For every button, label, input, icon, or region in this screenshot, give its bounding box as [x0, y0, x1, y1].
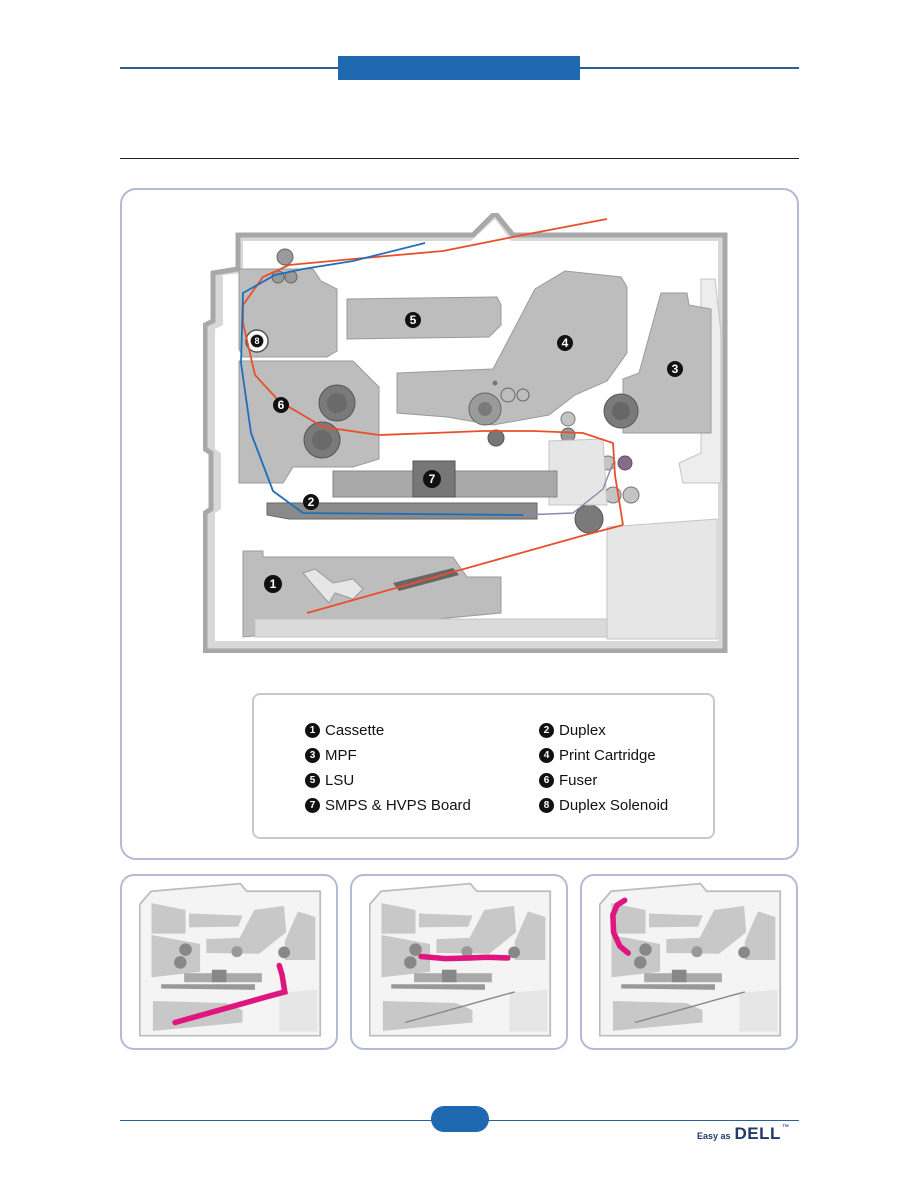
duplex-paper-flow [240, 242, 524, 516]
thumbnail-cassette-path [120, 874, 338, 1050]
legend-label: Cassette [325, 721, 385, 739]
thumbnail-exit-path [580, 874, 798, 1050]
legend-number: 6 [539, 772, 554, 788]
brand-trademark: ™ [781, 1124, 789, 1131]
callout-3: 3 [672, 362, 679, 376]
print-cartridge [396, 270, 628, 426]
legend-number: 7 [305, 797, 320, 813]
legend-label: Print Cartridge [559, 746, 656, 764]
legend-label: SMPS & HVPS Board [325, 796, 471, 814]
callout-1: 1 [270, 577, 277, 591]
legend-number: 2 [539, 722, 554, 738]
legend-item: 3 MPF [305, 745, 357, 765]
legend-number: 5 [305, 772, 320, 788]
callout-7: 7 [429, 472, 436, 486]
brand-wordmark: DELL [734, 1124, 781, 1143]
callout-5: 5 [410, 313, 417, 327]
section-divider [120, 158, 799, 159]
legend-item: 6 Fuser [539, 770, 597, 790]
legend-item: 7 SMPS & HVPS Board [305, 795, 471, 815]
callout-4: 4 [562, 336, 569, 350]
thumbnail-diagram [599, 882, 782, 1037]
thumbnail-diagram [139, 882, 322, 1037]
legend-label: Fuser [559, 771, 598, 789]
paper-path-diagram: 1 2 3 4 5 6 7 8 [203, 213, 728, 653]
legend-number: 1 [305, 722, 320, 738]
legend-label: Duplex Solenoid [559, 796, 669, 814]
callout-2: 2 [308, 495, 315, 509]
legend-item: 8 Duplex Solenoid [539, 795, 668, 815]
legend-number: 4 [539, 747, 554, 763]
callout-8: 8 [254, 336, 259, 346]
legend-box: 1 Cassette 2 Duplex 3 MPF 4 Print Cartri… [252, 693, 715, 839]
legend-number: 3 [305, 747, 320, 763]
highlight-path [610, 897, 631, 956]
thumbnail-fuser-path [350, 874, 568, 1050]
highlight-path [418, 953, 511, 962]
legend-label: MPF [325, 746, 357, 764]
legend-label: LSU [325, 771, 355, 789]
legend-number: 8 [539, 797, 554, 813]
legend-item: 5 LSU [305, 770, 354, 790]
page-number-badge [431, 1106, 489, 1132]
mpf-unit [622, 292, 712, 434]
legend-item: 2 Duplex [539, 720, 606, 740]
legend-label: Duplex [559, 721, 606, 739]
header-section-tab [338, 56, 580, 80]
brand-tagline: Easy as [697, 1131, 731, 1141]
legend-item: 4 Print Cartridge [539, 745, 656, 765]
callout-6: 6 [278, 398, 285, 412]
lsu-unit [346, 296, 502, 340]
legend-item: 1 Cassette [305, 720, 384, 740]
callout-group: 1 2 3 4 5 6 7 8 [251, 312, 683, 593]
dell-logo: Easy as DELL ™ [697, 1124, 789, 1144]
thumbnail-diagram [369, 882, 552, 1037]
highlight-path [172, 962, 288, 1026]
